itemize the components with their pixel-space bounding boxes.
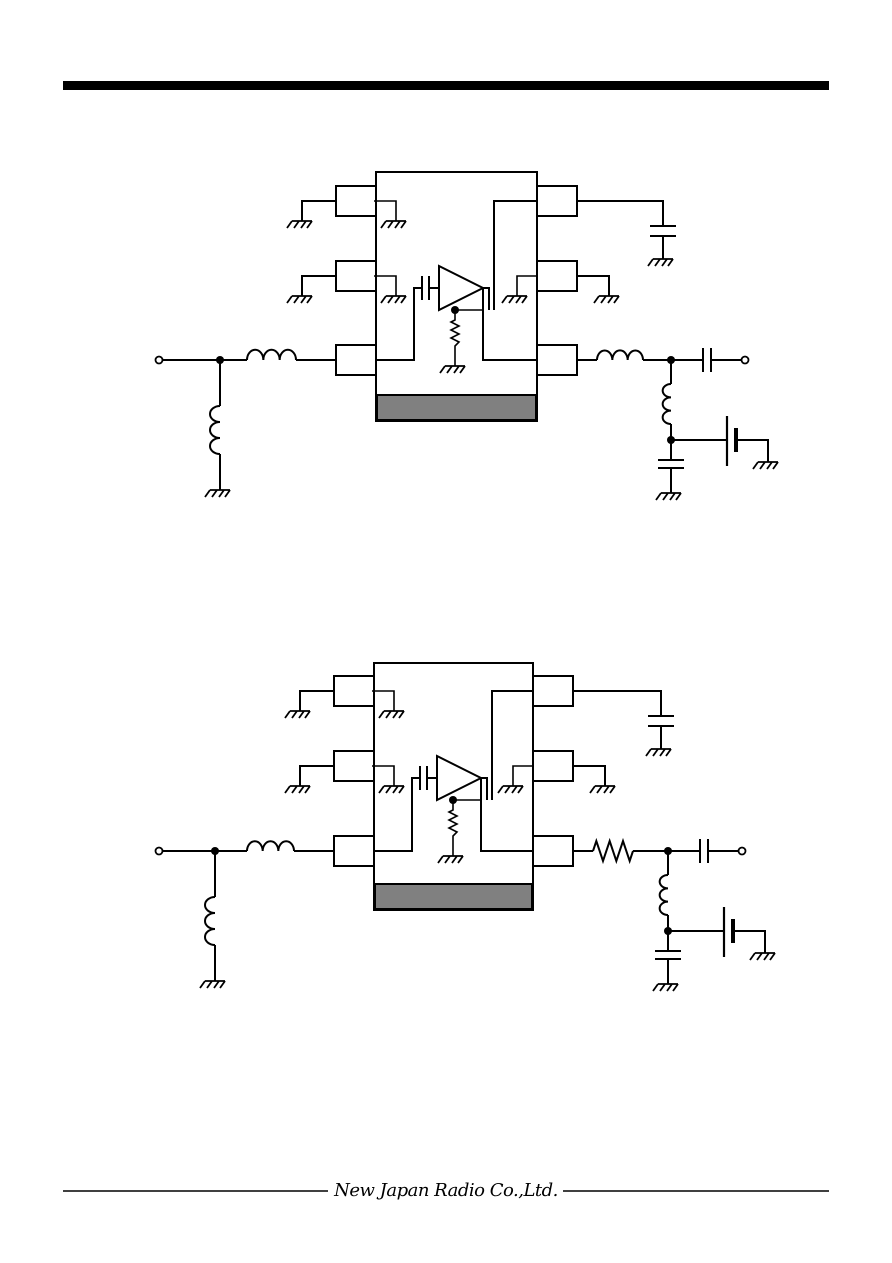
header-bar xyxy=(63,81,829,90)
pin-pad-right-3 xyxy=(532,835,574,867)
exposed-paddle xyxy=(376,394,537,421)
ground-symbol xyxy=(647,258,674,267)
pin-inner-ground-wire xyxy=(374,200,397,221)
ground-symbol xyxy=(199,980,226,989)
supply-wire xyxy=(733,930,766,953)
ground-symbol xyxy=(497,785,524,794)
pin-pad-right-2 xyxy=(532,750,574,782)
ground-symbol xyxy=(204,489,231,498)
vcc-pin-wire xyxy=(493,200,537,310)
ground-symbol xyxy=(439,365,466,374)
inductor xyxy=(209,405,221,455)
ground-symbol xyxy=(593,295,620,304)
terminal-circle xyxy=(154,846,164,856)
decoupling-wire xyxy=(577,200,664,226)
amp-input-wire xyxy=(376,287,422,361)
pin-pad-left-3 xyxy=(333,835,375,867)
decoupling-capacitor xyxy=(648,715,674,727)
ground-symbol xyxy=(652,983,679,992)
pin-pad-left-1 xyxy=(333,675,375,707)
exposed-paddle xyxy=(374,883,533,910)
ground-symbol xyxy=(437,855,464,864)
amp-output-wire xyxy=(482,287,537,361)
ground-symbol xyxy=(284,785,311,794)
inductor xyxy=(661,383,672,425)
application-circuit-1 xyxy=(154,171,779,501)
company-logo-text: New Japan Radio Co.,Ltd. xyxy=(334,1180,558,1201)
pin-inner-ground-wire xyxy=(374,275,397,296)
pin-ground-wire xyxy=(301,200,336,221)
pin-pad-left-1 xyxy=(335,185,377,217)
inductor xyxy=(204,896,216,946)
pin-pad-left-2 xyxy=(333,750,375,782)
vcc-pin-wire xyxy=(491,690,533,800)
pin-ground-wire xyxy=(299,690,334,711)
ground-symbol xyxy=(378,710,405,719)
terminal-circle xyxy=(737,846,747,856)
ground-symbol xyxy=(589,785,616,794)
pin-inner-ground-wire xyxy=(516,275,537,296)
ground-symbol xyxy=(286,220,313,229)
ground-symbol xyxy=(501,295,528,304)
pin-inner-ground-wire xyxy=(372,690,395,711)
ground-symbol xyxy=(645,748,672,757)
inductor xyxy=(596,349,644,361)
ground-symbol xyxy=(749,952,776,961)
pin-ground-wire xyxy=(573,765,606,786)
bias-resistor xyxy=(447,800,459,856)
pin-inner-ground-wire xyxy=(372,765,395,786)
pin-ground-wire xyxy=(301,275,336,296)
pin-inner-ground-wire xyxy=(512,765,533,786)
terminal-circle xyxy=(154,355,164,365)
ground-symbol xyxy=(752,461,779,470)
pin-ground-wire xyxy=(577,275,610,296)
ground-symbol xyxy=(380,220,407,229)
dc-block-capacitor xyxy=(668,839,739,863)
ground-symbol xyxy=(286,295,313,304)
pin-pad-right-2 xyxy=(536,260,578,292)
terminal-circle xyxy=(740,355,750,365)
pin-pad-left-2 xyxy=(335,260,377,292)
inductor xyxy=(246,348,297,361)
ground-symbol xyxy=(378,785,405,794)
resistor xyxy=(592,837,634,865)
decoupling-wire xyxy=(573,690,662,716)
pin-pad-left-3 xyxy=(335,344,377,376)
pin-pad-right-1 xyxy=(536,185,578,217)
amp-output-wire xyxy=(480,777,533,852)
dc-block-capacitor xyxy=(671,348,742,372)
ground-symbol xyxy=(655,492,682,501)
bypass-capacitor xyxy=(658,459,684,469)
ground-symbol xyxy=(284,710,311,719)
ground-symbol xyxy=(380,295,407,304)
pin-pad-right-3 xyxy=(536,344,578,376)
decoupling-capacitor xyxy=(650,225,676,237)
amp-input-wire xyxy=(374,777,420,852)
bias-resistor xyxy=(449,310,461,366)
bypass-capacitor xyxy=(655,950,681,960)
supply-wire xyxy=(736,439,769,462)
inductor xyxy=(246,840,295,852)
pin-ground-wire xyxy=(299,765,334,786)
application-circuit-2 xyxy=(154,662,776,992)
pin-pad-right-1 xyxy=(532,675,574,707)
inductor xyxy=(658,874,669,916)
